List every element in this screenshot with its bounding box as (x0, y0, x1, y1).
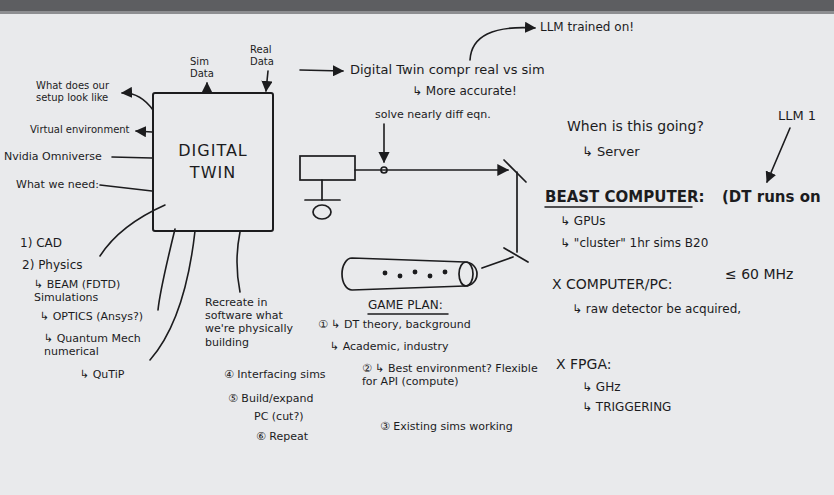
note-text: ↳ Academic, industry (330, 340, 448, 353)
note-text: Digital Twin compr real vs sim (350, 62, 545, 78)
leader-lines (767, 128, 790, 182)
leader-lines (100, 185, 152, 191)
note-text: ↳ QuTiP (80, 368, 124, 381)
process-box: DIGITAL TWIN (152, 92, 274, 232)
leader-lines (112, 157, 152, 158)
optical-setup (300, 156, 528, 290)
leader-lines (383, 124, 385, 162)
note-text: ↳ "cluster" 1hr sims B20 (560, 236, 708, 250)
underlines (368, 313, 448, 315)
leader-lines (266, 71, 268, 91)
leader-lines (206, 83, 208, 92)
note-text: ↳ GPUs (560, 214, 605, 228)
note-text: ↳ TRIGGERING (582, 400, 671, 414)
note-text: What does our setup look like (36, 80, 118, 104)
note-text: When is this going? (567, 118, 704, 135)
note-text: ↳ Quantum Mech numerical (44, 332, 144, 358)
note-text: ④ Interfacing sims (224, 368, 326, 381)
leader-lines (150, 231, 195, 360)
note-text: (DT runs on (722, 188, 821, 206)
note-text: What we need: (16, 178, 99, 191)
optical-setup (482, 257, 513, 268)
note-text: X COMPUTER/PC: (552, 276, 672, 293)
leader-lines (122, 93, 153, 110)
optical-setup (398, 274, 401, 277)
board-frame (0, 11, 834, 14)
board-frame (0, 0, 834, 11)
note-text: LLM 1 (778, 108, 816, 124)
optical-setup (313, 205, 331, 219)
optical-setup (413, 270, 416, 273)
optical-setup (305, 199, 340, 201)
note-text: ≤ 60 MHz (725, 266, 793, 283)
leader-lines (300, 70, 343, 71)
note-text: solve nearly diff eqn. (375, 108, 491, 121)
optical-setup (504, 160, 526, 182)
optical-setup (300, 156, 355, 180)
note-text: ① ↳ DT theory, background (318, 318, 471, 331)
note-text: 1) CAD (20, 236, 62, 250)
optical-setup (342, 258, 477, 290)
optical-setup (381, 167, 387, 173)
note-text: ⑤ Build/expand (228, 392, 313, 405)
note-text: Nvidia Omniverse (4, 150, 102, 163)
note-text: ② ↳ Best environment? Flexible for API (… (362, 362, 542, 388)
underlines (545, 206, 692, 208)
note-text: ↳ BEAM (FDTD) Simulations (34, 278, 134, 304)
board-frame (0, 0, 834, 14)
optical-setup (504, 248, 528, 262)
note-text: PC (cut?) (254, 410, 304, 423)
note-text: ↳ OPTICS (Ansys?) (40, 310, 143, 323)
optical-setup (355, 169, 508, 171)
note-text: LLM trained on! (540, 20, 634, 34)
note-text: 2) Physics (22, 258, 83, 272)
leader-lines (470, 28, 535, 60)
optical-setup (459, 262, 473, 286)
note-text: BEAST COMPUTER: (545, 188, 704, 206)
note-text: ↳ Server (582, 144, 640, 160)
note-text: ↳ More accurate! (412, 84, 517, 98)
optical-setup (383, 271, 386, 274)
box-title: DIGITAL TWIN (163, 140, 263, 183)
leader-lines (136, 131, 152, 132)
note-text: ⑥ Repeat (256, 430, 308, 443)
optical-setup (516, 172, 518, 252)
leader-lines (100, 28, 790, 360)
note-text: Real Data (250, 44, 292, 68)
note-text: ↳ raw detector be acquired, (572, 302, 741, 316)
note-text: GAME PLAN: (368, 298, 443, 312)
note-text: Sim Data (190, 56, 226, 80)
note-text: ↳ GHz (582, 380, 621, 394)
optical-setup (321, 180, 323, 200)
optical-setup (428, 274, 431, 277)
optical-setup (443, 270, 446, 273)
note-text: X FPGA: (556, 356, 611, 373)
leader-lines (237, 232, 240, 292)
note-text: Virtual environment (30, 124, 130, 136)
note-text: ③ Existing sims working (380, 420, 513, 433)
leader-lines (158, 229, 175, 310)
note-text: Recreate in software what we're physical… (205, 296, 309, 349)
